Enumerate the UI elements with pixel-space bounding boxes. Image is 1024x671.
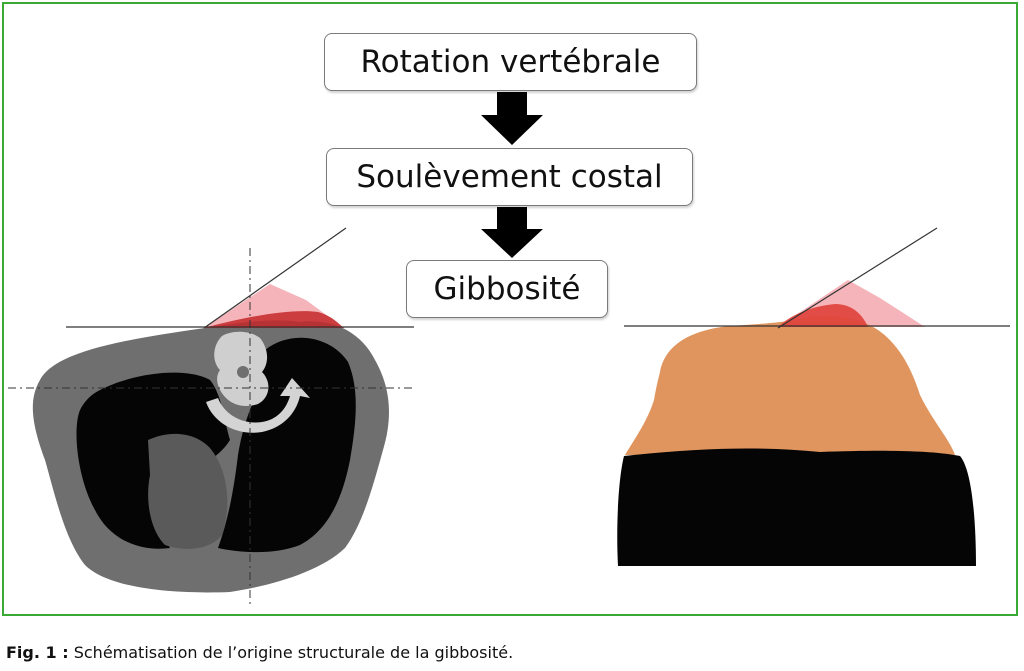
right-lung bbox=[218, 337, 356, 553]
caption-text: Schématisation de l’origine structurale … bbox=[73, 643, 514, 662]
tangent-line-right bbox=[777, 227, 938, 329]
clothing bbox=[617, 448, 976, 566]
ct-cross-section bbox=[8, 227, 416, 605]
flow-step-costal-lift: Soulèvement costal bbox=[326, 148, 693, 206]
rotation-arrow bbox=[206, 378, 310, 433]
arrow-down-2 bbox=[481, 207, 543, 258]
figure-caption: Fig. 1 : Schématisation de l’origine str… bbox=[6, 643, 513, 662]
caption-label: Fig. 1 : bbox=[6, 643, 69, 662]
figure-frame bbox=[2, 2, 1018, 616]
hump-highlight-right bbox=[778, 304, 868, 327]
vertebral-canal bbox=[237, 366, 249, 378]
arrow-down-1 bbox=[481, 92, 543, 145]
tangent-line bbox=[203, 227, 347, 329]
flow-step-rotation: Rotation vertébrale bbox=[324, 33, 697, 91]
hump-highlight bbox=[204, 311, 344, 328]
patient-back-view bbox=[617, 227, 1010, 566]
heart bbox=[148, 433, 228, 549]
back-skin bbox=[625, 315, 955, 455]
flow-step-gibbosity: Gibbosité bbox=[406, 260, 608, 318]
